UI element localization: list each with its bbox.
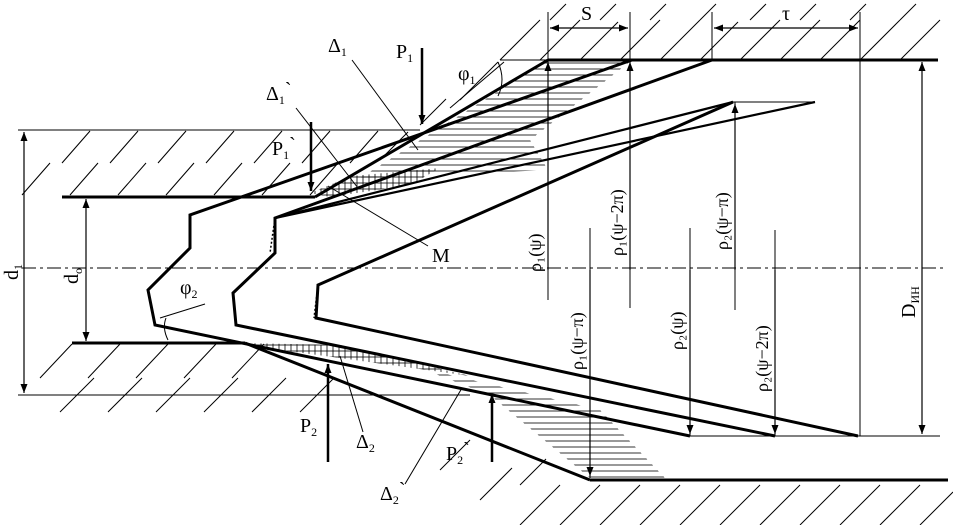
label-tau: τ [782,3,790,25]
profile-thin [274,100,816,220]
label-d1: d1 [1,264,25,280]
label-rho1-psi: ρ₁(ψ) [525,233,546,272]
label-P2: P2 [300,415,317,439]
gap-zone-delta2 [245,343,470,376]
label-Din: DИН [898,286,922,318]
label-delta2: Δ2 [356,431,375,455]
label-rho2-psi-pi: ρ₂(ψ−π) [712,192,733,250]
label-rho2-psi: ρ₂(ψ) [667,311,688,350]
leader-delta2p [404,387,463,485]
label-phi2: φ2 [180,277,198,301]
gap-zone-delta1 [360,60,632,178]
label-d0: dо [61,268,85,284]
label-P1-prime: P1` [272,134,296,162]
force-arrows [307,48,496,462]
wall-lines [62,58,948,482]
wall-hatching-upper-left [21,130,379,196]
leader-delta1p [295,107,359,189]
leader-M [327,185,429,247]
leader-lines [159,59,505,485]
leader-delta2 [339,355,364,433]
label-rho2-psi-2pi: ρ₂(ψ−2π) [752,325,773,392]
gap-zone-delta2-prime [420,368,665,478]
dimension-arrows [20,24,926,476]
angle-arc-phi2 [163,317,169,341]
label-phi1: φ1 [458,63,476,87]
thread-profiles [146,58,859,438]
profile-2 [231,58,776,438]
angle-arc-phi1 [497,61,503,97]
label-S: S [581,3,592,25]
upper-conical-wall [314,58,549,199]
leader-delta1 [351,59,419,151]
label-delta1: Δ1 [328,35,347,59]
wall-hatching-lower-right [439,439,953,525]
labels: S τ Δ1 Δ1` P1 P1` φ1 φ2 M P2 P2` Δ2 Δ2` … [1,3,922,507]
leader-phi2 [159,303,206,319]
label-delta1-prime: Δ1` [266,79,292,107]
label-P2-prime: P2` [446,439,470,467]
profile-1 [146,58,691,438]
reference-lines [18,12,940,478]
leader-phi1 [449,61,505,109]
label-delta2-prime: Δ2` [380,479,406,507]
label-P1: P1 [396,41,413,65]
label-M: M [432,245,450,267]
profile-3 [314,100,859,438]
label-rho1-psi-2pi: ρ₁(ψ−2π) [607,189,628,256]
lower-conical-wall [244,341,591,482]
label-rho1-psi-pi: ρ₁(ψ−π) [567,312,588,370]
